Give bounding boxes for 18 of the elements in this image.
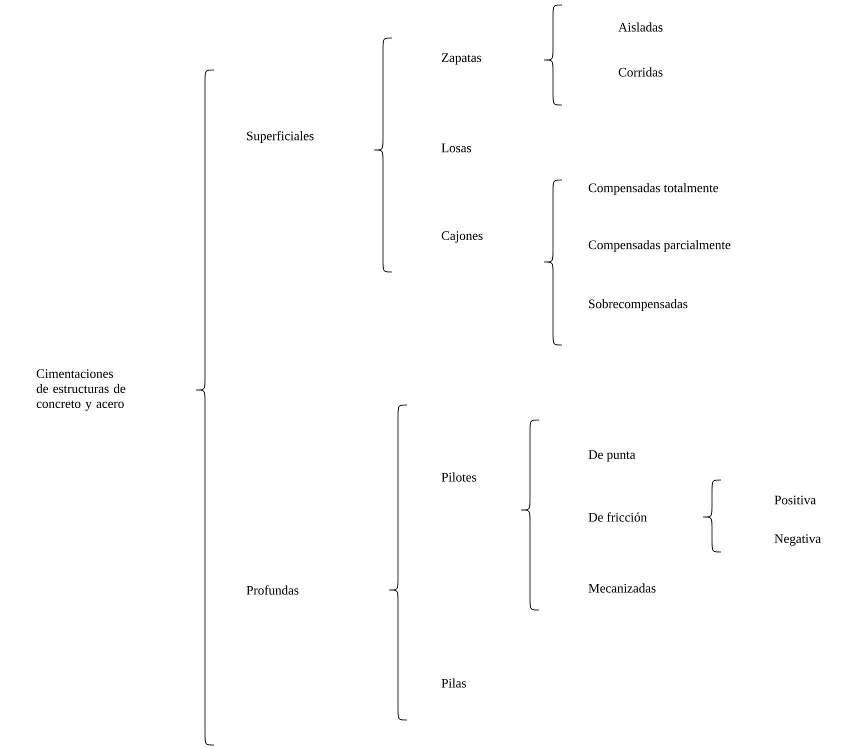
category-label: Negativa <box>774 534 821 546</box>
category-label: Aisladas <box>618 22 663 32</box>
category-label: De fricción <box>588 512 647 522</box>
category-label: Pilotes <box>442 472 476 482</box>
category-label: Zapatas <box>442 53 482 65</box>
category-label: De punta <box>588 450 636 462</box>
category-label: Compensadas totalmente <box>588 183 718 195</box>
category-label: Losas <box>442 144 472 152</box>
category-label: Sobrecompensadas <box>589 299 688 311</box>
category-label: Corridas <box>618 67 663 77</box>
category-label: Mecanizadas <box>588 583 656 593</box>
category-label: Cimentaciones de estructuras de concreto y acero <box>36 369 126 411</box>
category-label: Pilas <box>442 678 466 688</box>
category-label: Positiva <box>774 496 816 504</box>
category-label: Compensadas parcialmente <box>588 240 730 252</box>
category-label: Cajones <box>442 231 483 243</box>
category-label: Superficiales <box>247 131 314 143</box>
category-label: Profundas <box>246 585 298 595</box>
